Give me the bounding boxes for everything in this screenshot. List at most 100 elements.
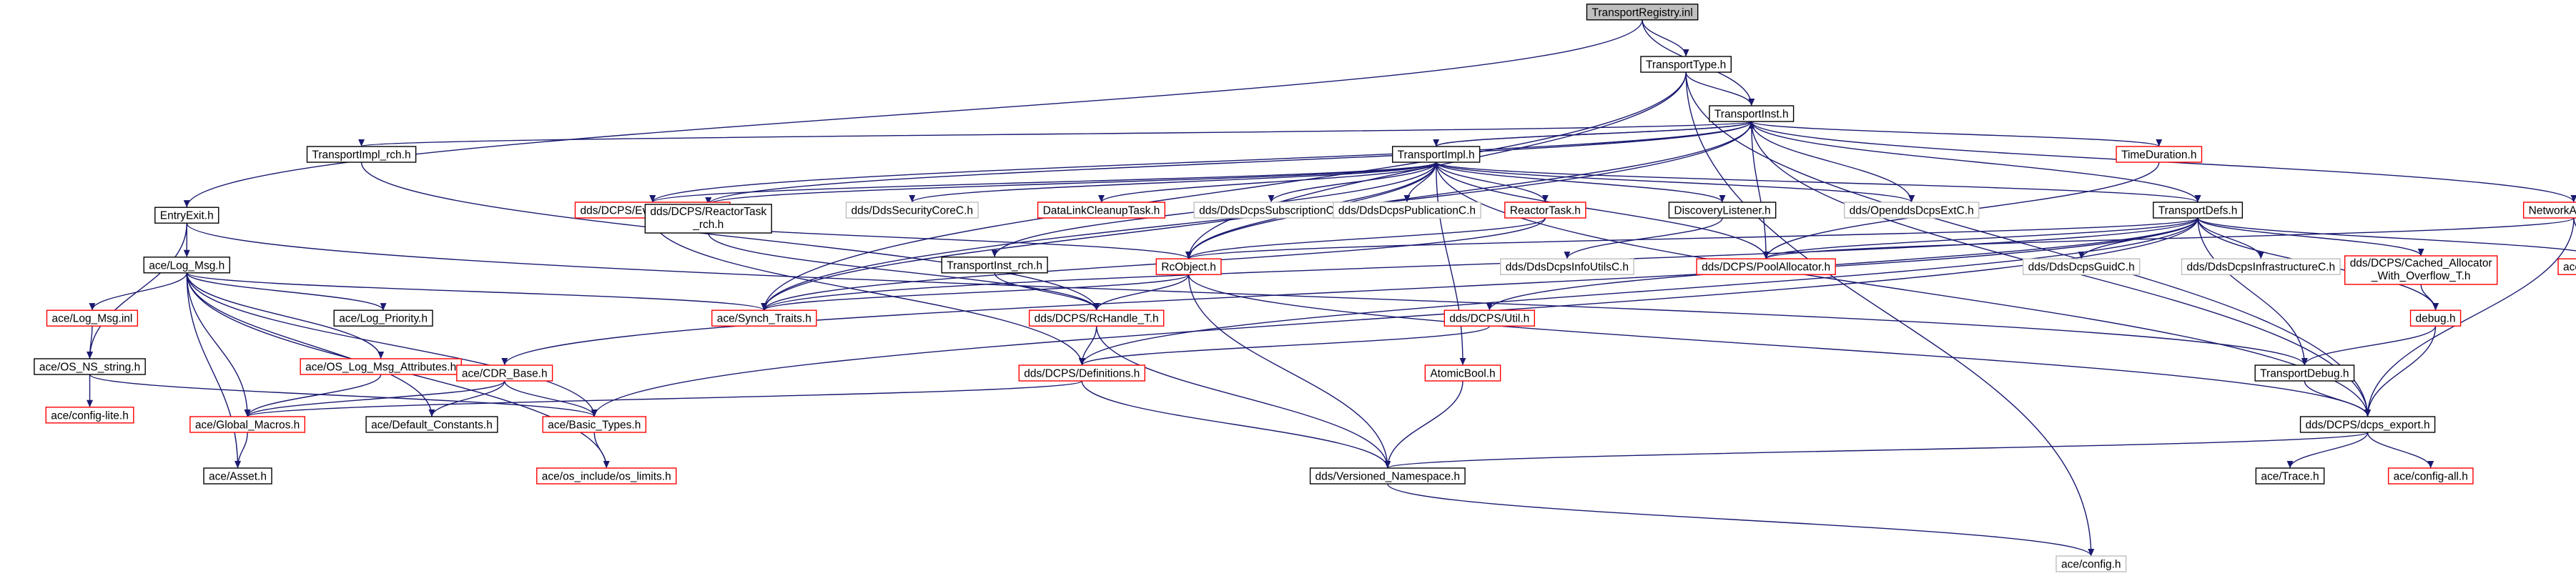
node-box (46, 309, 139, 327)
edge-cdr_base-to-default_constants (428, 380, 505, 417)
edge-networkaddress-to-dcps_export (2364, 217, 2575, 417)
node-box (306, 146, 417, 163)
node-label: dds/DdsSecurityCoreC.h (851, 205, 973, 217)
node-label: dds/DCPS/Util.h (1449, 313, 1529, 325)
node-box (542, 416, 647, 433)
node-label: dds/DCPS/dcps_export.h (2306, 419, 2430, 432)
node-cdr_base[interactable]: ace/CDR_Base.h (456, 364, 553, 382)
node-basic_types[interactable]: ace/Basic_Types.h (542, 416, 647, 433)
node-versioned_ns[interactable]: dds/Versioned_Namespace.h (1309, 467, 1466, 485)
node-transportimpl[interactable]: TransportImpl.h (1391, 146, 1481, 163)
node-debug[interactable]: debug.h (2409, 309, 2462, 327)
node-transportdefs[interactable]: TransportDefs.h (2153, 202, 2244, 219)
edge-transportdefs-to-poolallocator (1762, 217, 2199, 259)
node-networkaddress[interactable]: NetworkAddress.h (2522, 202, 2576, 219)
node-transporttype[interactable]: TransportType.h (1640, 56, 1732, 73)
node-dcps_export[interactable]: dds/DCPS/dcps_export.h (2299, 416, 2436, 433)
node-synch_traits[interactable]: ace/Synch_Traits.h (711, 309, 817, 327)
node-label: ace/Global_Macros.h (195, 419, 300, 432)
node-box (1391, 146, 1481, 163)
edge-rchandle-to-definitions (1078, 326, 1097, 366)
node-reactortask_rch[interactable]: dds/DCPS/ReactorTask_rch.h (644, 204, 772, 234)
node-cached_allocator[interactable]: dds/DCPS/Cached_Allocator_With_Overflow_… (2344, 255, 2498, 285)
node-label: ace/Log_Msg.inl (51, 313, 132, 325)
node-transportinst_rch[interactable]: TransportInst_rch.h (941, 257, 1048, 274)
node-label: ace/config.h (2061, 559, 2121, 571)
node-label: ace/config-all.h (2394, 471, 2468, 483)
node-box (1504, 202, 1586, 219)
edge-transportinst-to-transportimpl_rch (359, 121, 1752, 147)
node-box (1155, 258, 1222, 275)
edge-transportdefs-to-cached_allocator (2197, 217, 2424, 257)
node-log_msg[interactable]: ace/Log_Msg.h (143, 257, 230, 274)
node-box (2409, 309, 2462, 327)
node-box (1309, 467, 1466, 485)
node-infrastructurec: dds/DdsDcpsInfrastructureC.h (2181, 258, 2341, 275)
node-label: dds/DdsDcpsGuidC.h (2028, 262, 2135, 274)
node-box (1333, 202, 1481, 219)
edge-networkaddress-to-inet_addr (2573, 217, 2576, 227)
node-rchandle[interactable]: dds/DCPS/RcHandle_T.h (1028, 309, 1165, 327)
node-box (1696, 258, 1836, 275)
node-log_msg_inl[interactable]: ace/Log_Msg.inl (46, 309, 139, 327)
edge-transportimpl-to-datalinkcleanup (1098, 162, 1437, 203)
node-label: TransportDefs.h (2158, 205, 2238, 217)
edge-transportimpl-to-reactortask_rch (705, 162, 1437, 205)
node-label: dds/DCPS/PoolAllocator.h (1702, 262, 1830, 274)
node-transportimpl_rch[interactable]: TransportImpl_rch.h (306, 146, 417, 163)
node-label: AtomicBool.h (1430, 368, 1495, 380)
node-default_constants[interactable]: ace/Default_Constants.h (365, 416, 498, 433)
node-discoverylistener[interactable]: DiscoveryListener.h (1668, 202, 1777, 219)
node-config_all[interactable]: ace/config-all.h (2387, 467, 2474, 485)
edge-transportimpl-to-opendds_extc (1435, 162, 1915, 203)
node-definitions[interactable]: dds/DCPS/Definitions.h (1018, 364, 1145, 382)
node-inet_addr[interactable]: ace/INET_Addr.h (2557, 258, 2576, 275)
edge-dcps_export-to-config_all (2367, 432, 2434, 469)
node-datalinkcleanup[interactable]: DataLinkCleanupTask.h (1037, 202, 1165, 219)
edge-transporttype-to-config (1685, 71, 2095, 557)
node-root[interactable]: TransportRegistry.inl (1586, 4, 1699, 21)
node-reactortask[interactable]: ReactorTask.h (1504, 202, 1586, 219)
edge-reactortask-to-synch_traits (761, 217, 1546, 311)
edge-log_msg-to-log_priority (186, 272, 387, 311)
edge-debug-to-dcps_export (2364, 326, 2437, 417)
node-box (203, 467, 272, 485)
edge-log_msg-to-synch_traits (186, 272, 767, 311)
node-entryexit[interactable]: EntryExit.h (154, 207, 219, 224)
node-log_priority[interactable]: ace/Log_Priority.h (333, 309, 433, 327)
node-label: dds/Versioned_Namespace.h (1316, 471, 1461, 483)
edge-transportimpl-to-atomicbool (1435, 162, 1466, 366)
node-label: ace/Log_Priority.h (339, 313, 428, 325)
edge-transportinst-to-timeduration (1751, 121, 2162, 147)
edge-cached_allocator-to-debug (2420, 284, 2439, 311)
node-box (456, 364, 553, 382)
node-trace[interactable]: ace/Trace.h (2255, 467, 2325, 485)
edge-eventdispatcher-to-definitions (652, 217, 1085, 366)
node-log_msg_attr[interactable]: ace/OS_Log_Msg_Attributes.h (300, 358, 462, 375)
edge-global_macros-to-asset (235, 432, 248, 469)
node-util[interactable]: dds/DCPS/Util.h (1444, 309, 1535, 327)
node-label: ReactorTask.h (1510, 205, 1581, 217)
node-label: debug.h (2416, 313, 2456, 325)
node-atomicbool[interactable]: AtomicBool.h (1424, 364, 1501, 382)
node-os_ns_string[interactable]: ace/OS_NS_string.h (34, 358, 146, 375)
edge-transportinst_rch-to-rchandle (994, 272, 1100, 311)
node-label: ace/OS_NS_string.h (39, 362, 140, 374)
node-transportinst[interactable]: TransportInst.h (1709, 105, 1795, 122)
edge-transportinst-to-opendds_extc (1751, 121, 1915, 203)
node-timeduration[interactable]: TimeDuration.h (2116, 146, 2203, 163)
node-rcobject[interactable]: RcObject.h (1155, 258, 1222, 275)
node-box (2522, 202, 2576, 219)
node-global_macros[interactable]: ace/Global_Macros.h (189, 416, 306, 433)
edge-cdr_base-to-global_macros (244, 380, 505, 417)
node-transportdebug[interactable]: TransportDebug.h (2254, 364, 2355, 382)
edge-definitions-to-versioned_ns (1081, 380, 1391, 469)
node-poolallocator[interactable]: dds/DCPS/PoolAllocator.h (1696, 258, 1836, 275)
edge-os_ns_string-to-basic_types (89, 374, 598, 417)
node-asset[interactable]: ace/Asset.h (203, 467, 272, 485)
node-label: ace/Log_Msg.h (149, 259, 224, 272)
node-config_lite[interactable]: ace/config-lite.h (45, 407, 134, 424)
node-box (2056, 555, 2127, 572)
node-os_limits[interactable]: ace/os_include/os_limits.h (536, 467, 677, 485)
edge-entryexit-to-transportdebug (186, 223, 2308, 366)
